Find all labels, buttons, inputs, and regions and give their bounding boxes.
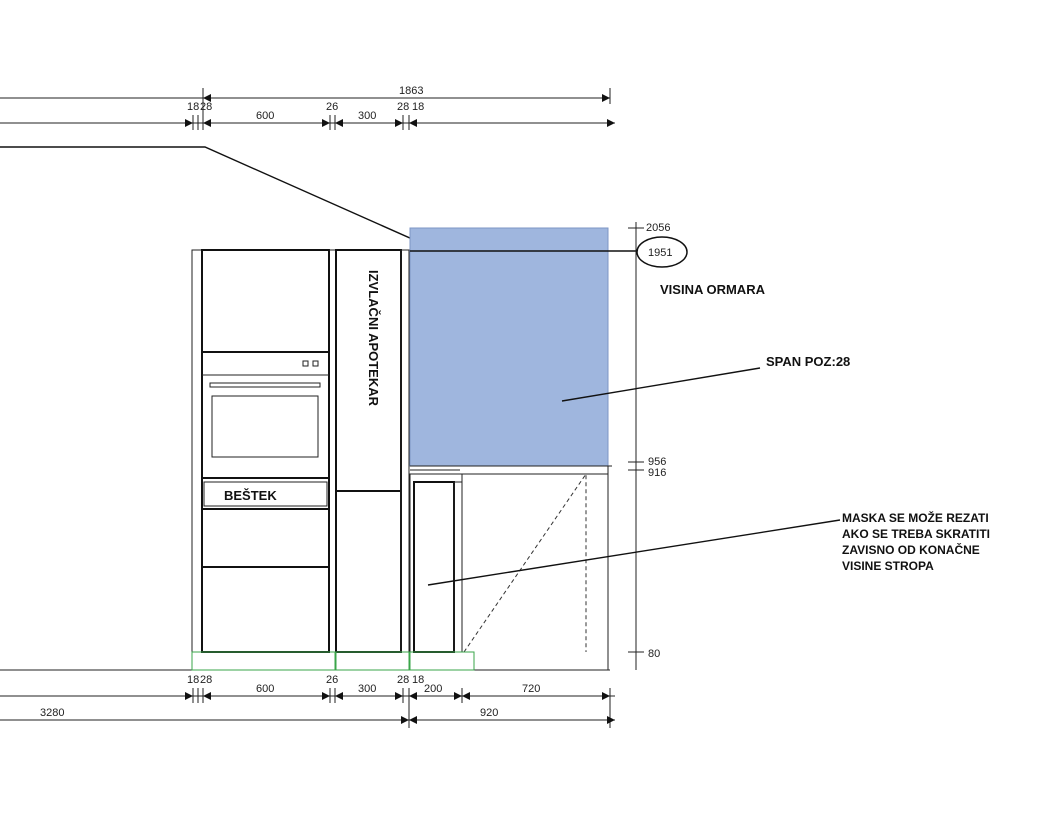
dim-height-2056: 2056 [646, 222, 670, 234]
dim-top-18b: 18 [412, 101, 424, 113]
cabinet-height-note: VISINA ORMARA [660, 282, 766, 297]
mask-note-line-1: MASKA SE MOŽE REZATI [842, 510, 989, 525]
dim-bottom-920: 920 [480, 707, 498, 719]
dim-bottom-18: 18 [187, 674, 199, 686]
panel-leader-line [561, 367, 761, 402]
cutlery-drawer [203, 481, 328, 507]
dim-height-1951: 1951 [648, 247, 672, 259]
dim-height-956: 956 [648, 456, 666, 468]
dim-bottom-200: 200 [424, 683, 442, 695]
corner-open-door-dashed [463, 472, 587, 653]
mask-leader-line [427, 519, 841, 586]
mask-note-line-4: VISINE STROPA [842, 559, 934, 573]
dim-height-916: 916 [648, 467, 666, 479]
oven-cabinet [191, 249, 335, 653]
bottom-dimension-lines [0, 688, 615, 728]
pull-out-label: IZVLAČNI APOTEKAR [366, 270, 381, 407]
dim-top-26: 26 [326, 101, 338, 113]
right-height-dimension [628, 222, 644, 670]
dim-bottom-300: 300 [358, 683, 376, 695]
dim-top-28: 28 [200, 101, 212, 113]
panel-ref-note: SPAN POZ:28 [766, 354, 850, 369]
dim-top-28b: 28 [397, 101, 409, 113]
dim-top-300: 300 [358, 110, 376, 122]
dim-bottom-600: 600 [256, 683, 274, 695]
mask-note-line-3: ZAVISNO OD KONAČNE [842, 542, 980, 557]
cutlery-label: BEŠTEK [224, 488, 277, 503]
dim-bottom-720: 720 [522, 683, 540, 695]
dim-top-600: 600 [256, 110, 274, 122]
dim-bottom-18b: 18 [412, 674, 424, 686]
plinth-lines [191, 651, 475, 671]
dim-bottom-3280: 3280 [40, 707, 64, 719]
corner-unit [409, 466, 609, 670]
dim-bottom-28b: 28 [397, 674, 409, 686]
span-panel [409, 227, 609, 467]
dim-top-total: 1863 [399, 85, 423, 97]
dim-bottom-28: 28 [200, 674, 212, 686]
dim-height-80: 80 [648, 648, 660, 660]
mask-note-line-2: AKO SE TREBA SKRATITI [842, 527, 990, 541]
oven-icon [209, 360, 321, 458]
top-dimension-lines [0, 88, 615, 130]
height-1951-circle [636, 236, 688, 268]
dim-top-18: 18 [187, 101, 199, 113]
dim-bottom-26: 26 [326, 674, 338, 686]
